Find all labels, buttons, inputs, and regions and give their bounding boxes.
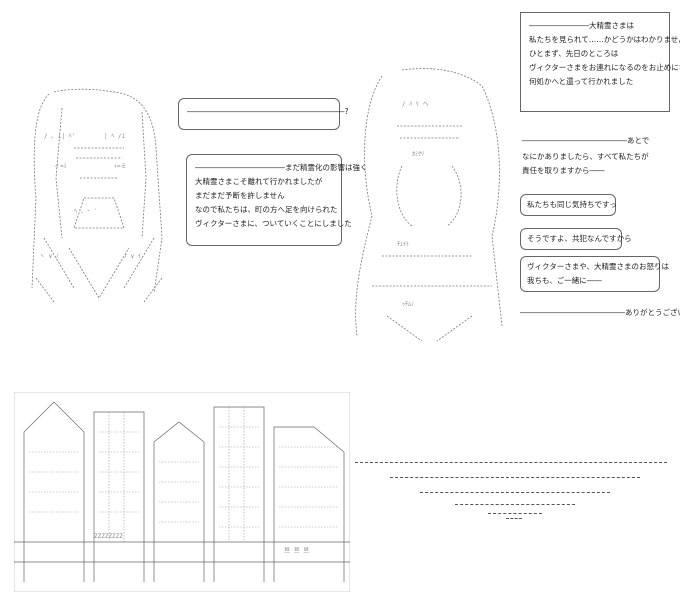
ascii-art-right-character: / ﾊ ﾘ ヘ ｶﾐｸﾘ ﾁｪｲﾄ ｩﾁﾑﾉ (342, 66, 512, 346)
svg-text:ZZZZZZZZ: ZZZZZZZZ (94, 533, 123, 540)
dialogue-responsibility: なにかありましたら、すべて私たちが (522, 152, 649, 161)
svg-text:ｶﾐｸﾘ: ｶﾐｸﾘ (412, 151, 424, 158)
speech-bubble-same-feeling: 私たちも同じ気持ちですっ (520, 194, 617, 216)
separator-line (355, 462, 667, 464)
ascii-art-left-character: / ､ i| ﾊ' | ﾍ /i ィ=ﾐ ｨ=ミ ﾍ ､ ｰ ′ ヽ ∨ ﾉ ﾉ ∨ … (14, 88, 174, 308)
separator-line (488, 513, 542, 515)
speech-bubble-narration: ――――――――――――まだ精霊化の影響は強く 大精霊さまこそ離れて行かれました… (186, 154, 368, 246)
svg-text:ﾍ ､ ｰ ′: ﾍ ､ ｰ ′ (74, 208, 97, 215)
bubble-line: まだまだ予断を許しません (195, 191, 285, 200)
bubble-line: なので私たちは、町の方へ足を向けられた (195, 205, 338, 214)
separator-line (420, 492, 610, 494)
ascii-art-city-scene: ZZZZZZZZ 亘 亘 亘 (14, 392, 350, 592)
narration-line: ひとまず、先日のところは (529, 49, 619, 58)
bubble-line: 我ちも、ご一緒に―― (527, 276, 602, 285)
speech-bubble-accomplice: そうですよ、共犯なんですから (520, 228, 632, 250)
svg-text:/ ﾊ ﾘ ヘ: / ﾊ ﾘ ヘ (402, 101, 428, 108)
separator-line (455, 504, 575, 506)
bubble-line: 大精霊さまこそ離れて行かれましたが (195, 177, 323, 186)
svg-text:ﾉ ∨ ｲ: ﾉ ∨ ｲ (124, 253, 141, 260)
bubble-line: ヴィクターさまに、ついていくことにしました (195, 219, 352, 228)
narration-line: ヴィクターさまをお連れになるのをお止めになり (529, 63, 680, 72)
bubble-line: ヴィクターさまや、大精霊さまのお怒りは (527, 262, 669, 271)
separator-line (390, 477, 640, 479)
svg-text:ｨ=ミ: ｨ=ミ (114, 163, 127, 170)
narration-line: 私たちを見られて……かどうかはわかりませんが (529, 35, 680, 44)
narration-box: ――――――――大精霊さまは 私たちを見られて……かどうかはわかりませんが ひと… (520, 12, 680, 112)
dialogue-responsibility-2: 責任を取りますから―― (522, 166, 605, 175)
svg-text:ｩﾁﾑﾉ: ｩﾁﾑﾉ (402, 301, 414, 308)
separator-line (506, 518, 522, 520)
speech-bubble-together: ヴィクターさまや、大精霊さまのお怒りは 我ちも、ご一緒に―― (520, 256, 669, 292)
svg-text:| ﾍ /i: | ﾍ /i (104, 133, 125, 140)
svg-text:ィ=ﾐ: ィ=ﾐ (54, 163, 67, 170)
narration-line: ――――――――大精霊さまは (529, 21, 634, 30)
dialogue-thanks: ――――――――――――――ありがとうございます (520, 308, 680, 317)
speech-bubble-top: ―――――――――――――――――――――? (178, 98, 349, 130)
bubble-text: 私たちも同じ気持ちですっ (527, 200, 617, 209)
svg-text:ﾁｪｲﾄ: ﾁｪｲﾄ (397, 241, 409, 248)
bubble-text: そうですよ、共犯なんですから (527, 234, 632, 243)
bubble-text: ―――――――――――――――――――――? (187, 107, 349, 116)
narration-line: 何処かへと還って行かれました (529, 77, 634, 86)
svg-text:亘 亘 亘: 亘 亘 亘 (284, 547, 309, 554)
dialogue-later: ――――――――――――――あとで (522, 136, 650, 145)
bubble-line: ――――――――――――まだ精霊化の影響は強く (195, 163, 368, 172)
svg-text:/ ､ i| ﾊ': / ､ i| ﾊ' (44, 133, 75, 140)
svg-text:ヽ ∨ ﾉ: ヽ ∨ ﾉ (39, 253, 59, 260)
